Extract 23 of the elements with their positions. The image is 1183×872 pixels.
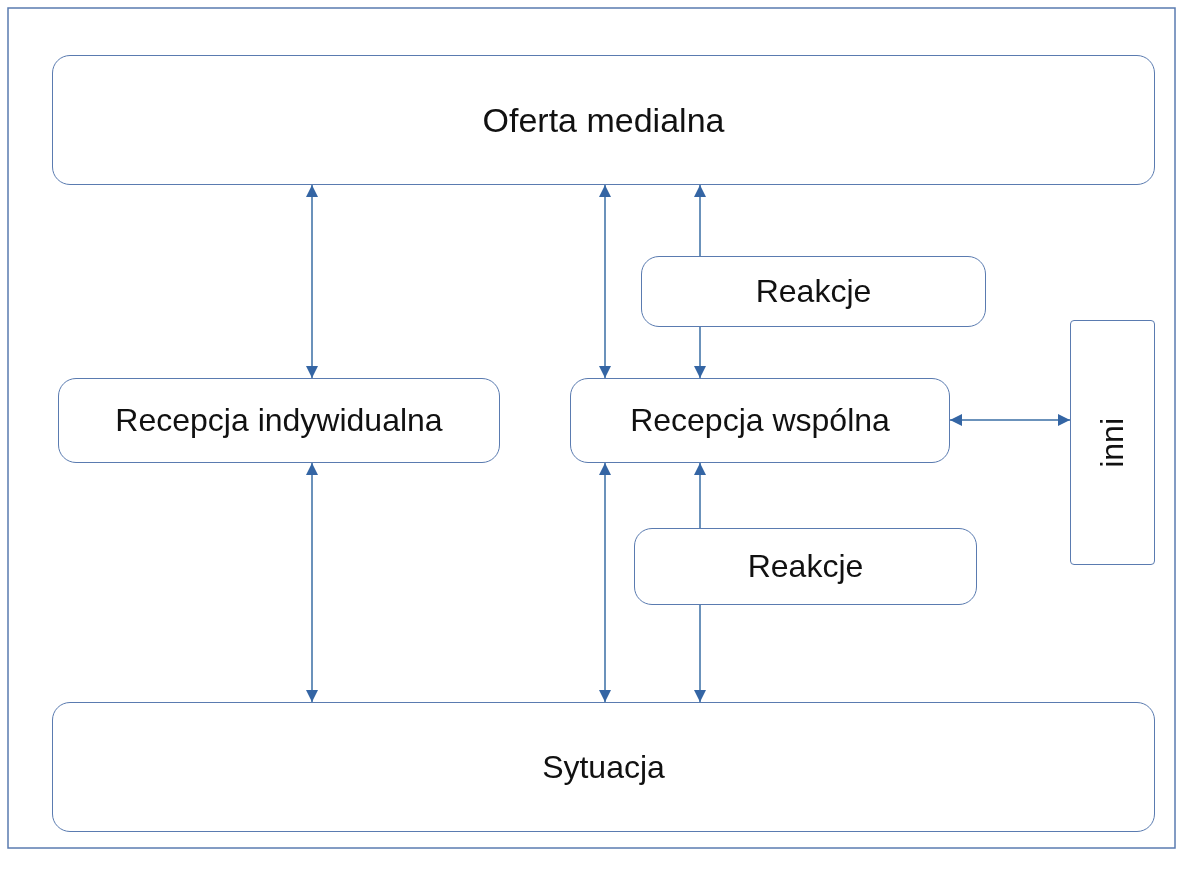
process-box xyxy=(58,378,500,463)
node-label: Recepcja indywidualna xyxy=(115,402,443,439)
arrow xyxy=(694,184,706,257)
node-label: Reakcje xyxy=(755,273,872,310)
process-box xyxy=(52,55,1155,185)
arrow xyxy=(306,462,318,703)
node-label: Reakcje xyxy=(747,548,864,585)
arrow xyxy=(599,184,611,379)
node-label: Sytuacja xyxy=(542,748,665,786)
arrow xyxy=(694,326,706,379)
process-box xyxy=(52,702,1155,832)
side-box xyxy=(1070,320,1155,565)
arrow xyxy=(599,462,611,703)
arrow xyxy=(694,604,706,703)
arrow xyxy=(306,184,318,379)
process-box xyxy=(634,528,977,605)
process-box xyxy=(641,256,986,327)
process-box xyxy=(570,378,950,463)
arrow xyxy=(949,414,1071,426)
arrow xyxy=(694,462,706,529)
node-label: inni xyxy=(1094,417,1131,468)
node-label: Oferta medialna xyxy=(482,100,725,140)
node-label: Recepcja wspólna xyxy=(630,402,890,439)
